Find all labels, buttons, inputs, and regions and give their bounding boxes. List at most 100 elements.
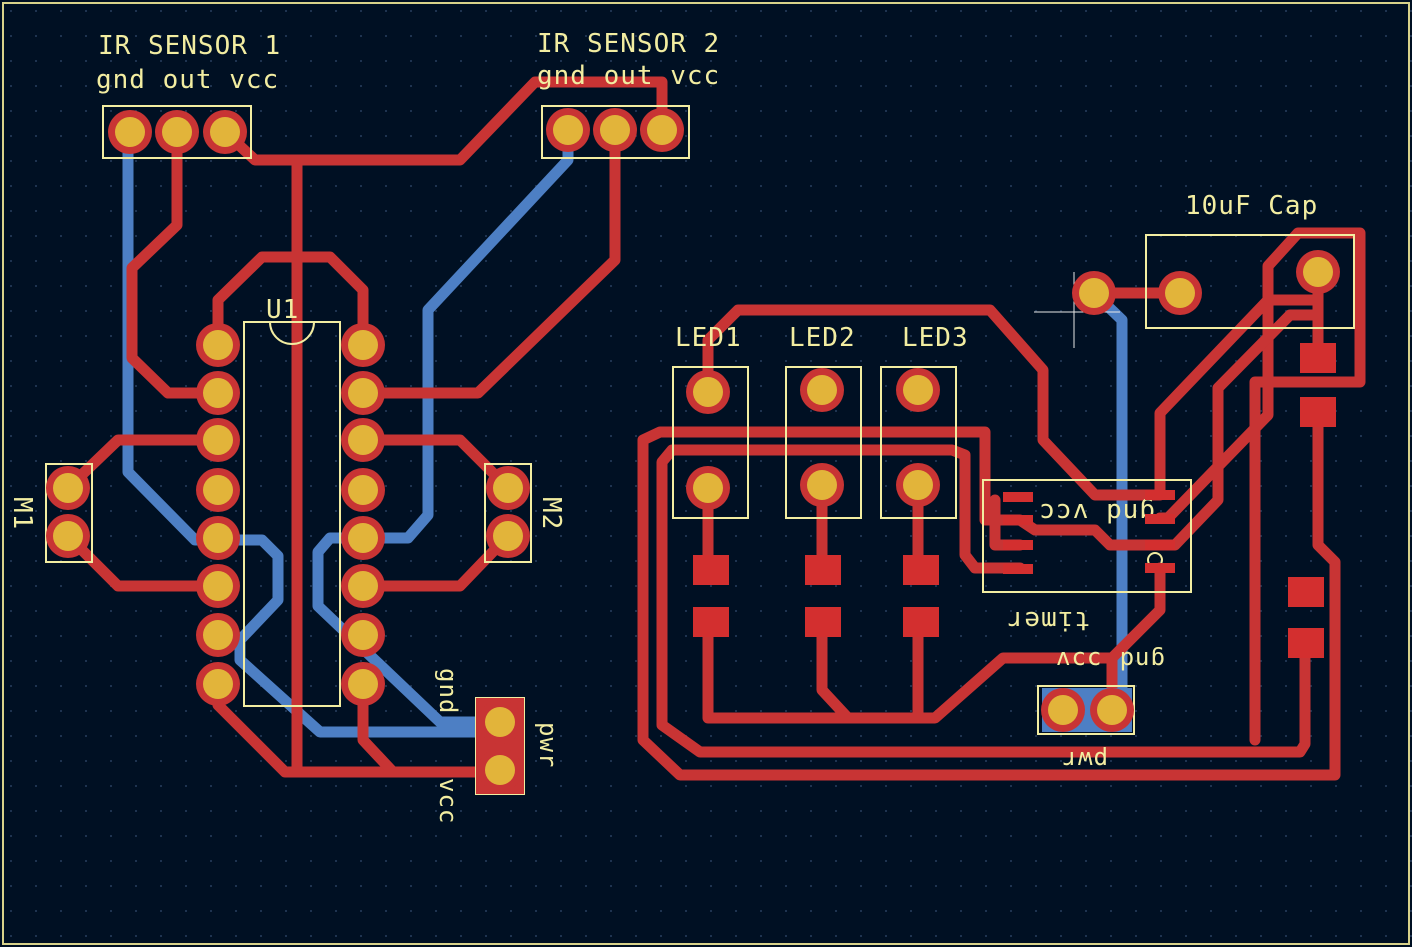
grid-dot [1360, 535, 1362, 537]
timer-smd-pad[interactable] [1145, 490, 1175, 500]
grid-dot [160, 460, 162, 462]
m2-label: M2 [536, 497, 566, 530]
grid-dot [535, 10, 537, 12]
grid-dot [910, 410, 912, 412]
grid-dot [310, 585, 312, 587]
grid-dot [835, 35, 837, 37]
timer-smd-pad[interactable] [1145, 540, 1175, 550]
timer-smd-pad[interactable] [1145, 514, 1175, 524]
trace-back-3 [357, 126, 574, 544]
grid-dot [985, 110, 987, 112]
pad-copper [203, 475, 233, 505]
pad-copper [348, 330, 378, 360]
grid-dot [485, 910, 487, 912]
grid-dot [610, 360, 612, 362]
grid-dot [285, 910, 287, 912]
grid-dot [1335, 835, 1337, 837]
pad-copper [485, 707, 515, 737]
smd-pad[interactable] [805, 607, 841, 637]
grid-dot [185, 710, 187, 712]
grid-dot [310, 435, 312, 437]
grid-dot [285, 35, 287, 37]
timer-smd-pad[interactable] [1003, 492, 1033, 502]
grid-dot [460, 185, 462, 187]
grid-dot [1160, 510, 1162, 512]
grid-dot [910, 360, 912, 362]
grid-dot [735, 410, 737, 412]
grid-dot [85, 185, 87, 187]
grid-dot [585, 835, 587, 837]
timer-smd-pad[interactable] [1003, 540, 1033, 550]
grid-dot [260, 835, 262, 837]
grid-dot [760, 485, 762, 487]
smd-pad[interactable] [693, 607, 729, 637]
timer-smd-pad[interactable] [1003, 515, 1033, 525]
grid-dot [210, 235, 212, 237]
pad-copper [1303, 257, 1333, 287]
timer-smd-pad[interactable] [1145, 563, 1175, 573]
grid-dot [335, 510, 337, 512]
grid-dot [1085, 635, 1087, 637]
smd-pad[interactable] [693, 555, 729, 585]
grid-dot [35, 10, 37, 12]
grid-dot [160, 535, 162, 537]
grid-dot [560, 260, 562, 262]
grid-dot [785, 860, 787, 862]
grid-dot [1010, 760, 1012, 762]
grid-dot [1135, 935, 1137, 937]
grid-dot [1185, 110, 1187, 112]
grid-dot [685, 685, 687, 687]
grid-dot [310, 210, 312, 212]
timer-smd-pad[interactable] [1003, 564, 1033, 574]
grid-dot [1410, 160, 1412, 162]
grid-dot [735, 210, 737, 212]
grid-dot [885, 710, 887, 712]
grid-dot [1135, 835, 1137, 837]
grid-dot [385, 335, 387, 337]
grid-dot [860, 735, 862, 737]
grid-dot [885, 160, 887, 162]
grid-dot [335, 560, 337, 562]
grid-dot [1310, 135, 1312, 137]
grid-dot [260, 885, 262, 887]
grid-dot [910, 510, 912, 512]
grid-dot [885, 110, 887, 112]
smd-pad[interactable] [1300, 343, 1336, 373]
grid-dot [135, 660, 137, 662]
grid-dot [1385, 360, 1387, 362]
grid-dot [1260, 660, 1262, 662]
grid-dot [1360, 710, 1362, 712]
grid-dot [335, 85, 337, 87]
grid-dot [1260, 135, 1262, 137]
grid-dot [560, 60, 562, 62]
grid-dot [1185, 35, 1187, 37]
grid-dot [285, 810, 287, 812]
grid-dot [1285, 760, 1287, 762]
smd-pad[interactable] [805, 555, 841, 585]
smd-pad[interactable] [1288, 628, 1324, 658]
grid-dot [1260, 835, 1262, 837]
grid-dot [185, 85, 187, 87]
grid-dot [1260, 285, 1262, 287]
grid-dot [510, 585, 512, 587]
grid-dot [685, 285, 687, 287]
grid-dot [1310, 185, 1312, 187]
grid-dot [35, 35, 37, 37]
grid-dot [1260, 485, 1262, 487]
grid-dot [35, 810, 37, 812]
smd-pad[interactable] [1300, 397, 1336, 427]
grid-dot [510, 510, 512, 512]
grid-dot [435, 660, 437, 662]
grid-dot [1410, 60, 1412, 62]
grid-dot [735, 360, 737, 362]
grid-dot [60, 635, 62, 637]
smd-pad[interactable] [1288, 577, 1324, 607]
grid-dot [585, 485, 587, 487]
grid-dot [785, 710, 787, 712]
grid-dot [685, 10, 687, 12]
smd-pad[interactable] [903, 607, 939, 637]
grid-dot [385, 285, 387, 287]
smd-pad[interactable] [903, 555, 939, 585]
grid-dot [735, 585, 737, 587]
